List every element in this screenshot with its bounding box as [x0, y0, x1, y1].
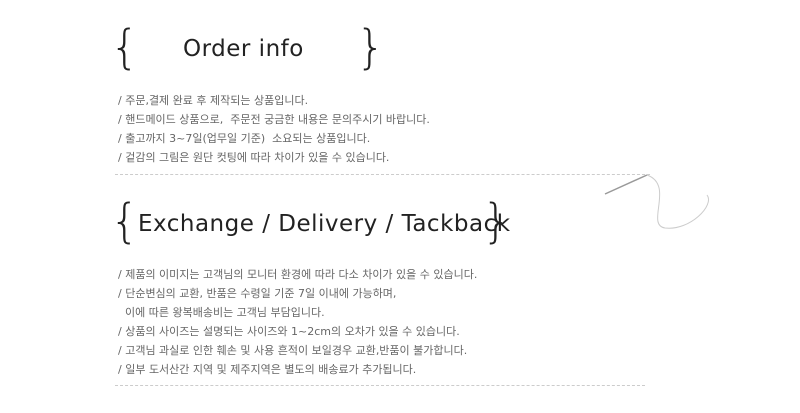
order-info-title: Order info — [183, 36, 304, 62]
list-item: / 고객님 과실로 인한 훼손 및 사용 흔적이 보일경우 교환,반품이 불가합… — [118, 344, 468, 357]
list-item: / 핸드메이드 상품으로, 주문전 궁금한 내용은 문의주시기 바랍니다. — [118, 113, 430, 126]
list-item: 이에 따른 왕복배송비는 고객님 부담입니다. — [118, 306, 325, 319]
needle-thread-icon — [604, 174, 709, 229]
list-item: / 제품의 이미지는 고객님의 모니터 환경에 따라 다소 차이가 있을 수 있… — [118, 268, 478, 281]
dashed-divider — [115, 174, 650, 175]
list-item: / 겉감의 그림은 원단 컷팅에 따라 차이가 있을 수 있습니다. — [118, 151, 390, 164]
list-item: / 주문,결제 완료 후 제작되는 상품입니다. — [118, 94, 309, 107]
list-item: / 일부 도서산간 지역 및 제주지역은 별도의 배송료가 추가됩니다. — [118, 363, 417, 376]
order-info-list: / 주문,결제 완료 후 제작되는 상품입니다. / 핸드메이드 상품으로, 주문… — [118, 91, 430, 167]
exchange-delivery-title: Exchange / Delivery / Tackback — [138, 211, 511, 237]
close-brace-decoration: } — [482, 194, 512, 248]
dashed-divider — [115, 385, 645, 386]
open-brace-decoration: { — [110, 194, 140, 248]
open-brace-decoration: { — [110, 20, 140, 74]
exchange-info-list: / 제품의 이미지는 고객님의 모니터 환경에 따라 다소 차이가 있을 수 있… — [118, 265, 477, 379]
close-brace-decoration: } — [356, 20, 386, 74]
list-item: / 상품의 사이즈는 설명되는 사이즈와 1~2cm의 오차가 있을 수 있습니… — [118, 325, 460, 338]
list-item: / 단순변심의 교환, 반품은 수령일 기준 7일 이내에 가능하며, — [118, 287, 397, 300]
list-item: / 출고까지 3~7일(업무일 기준) 소요되는 상품입니다. — [118, 132, 371, 145]
